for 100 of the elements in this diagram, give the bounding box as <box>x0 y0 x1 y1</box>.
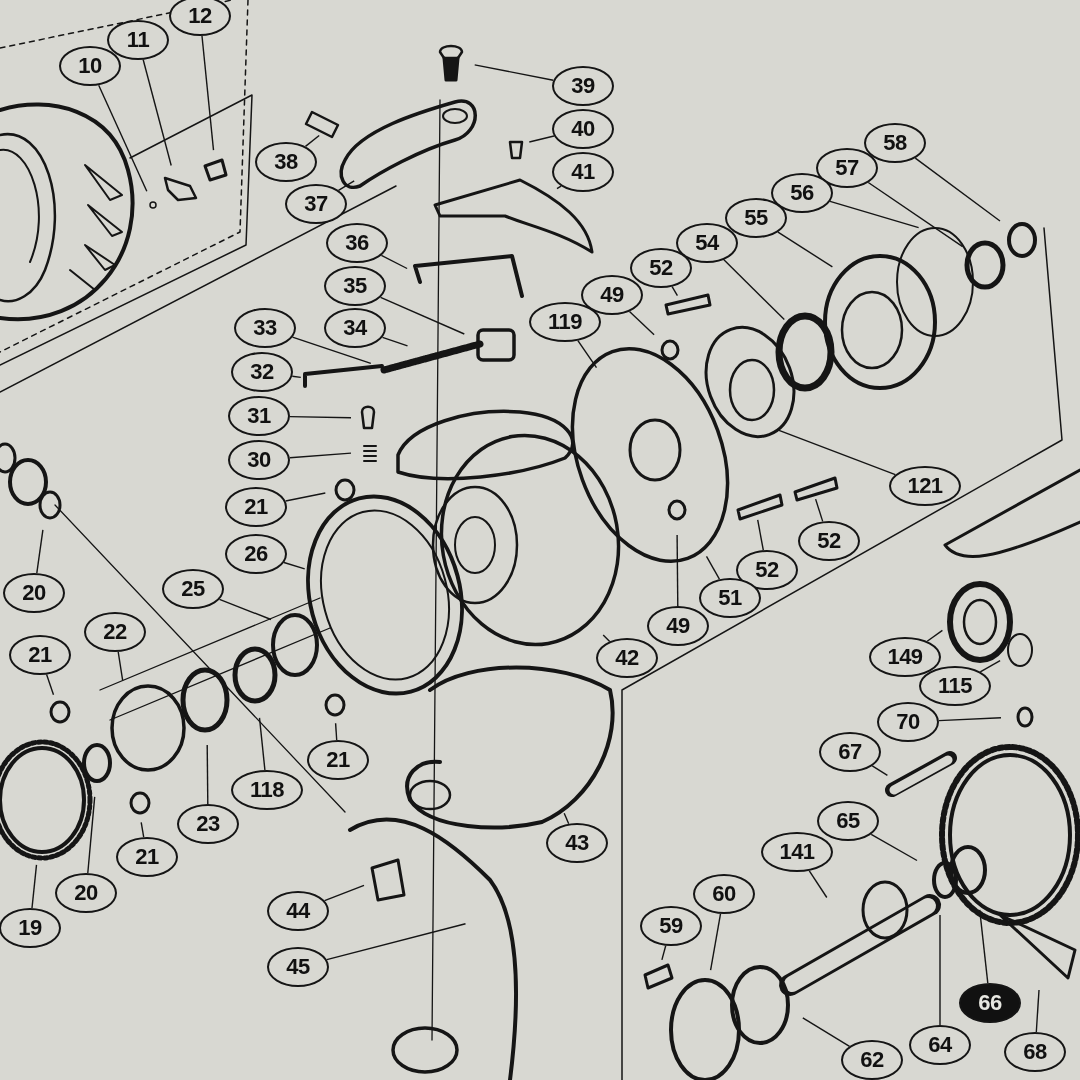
callout-number: 141 <box>761 832 833 872</box>
callout-number: 62 <box>841 1040 903 1080</box>
callout-number: 49 <box>581 275 643 315</box>
callout-number: 21 <box>116 837 178 877</box>
callout-number: 55 <box>725 198 787 238</box>
leader-line <box>829 200 920 229</box>
leader-line <box>808 870 828 899</box>
leader-line <box>291 336 372 364</box>
leader-line <box>283 561 306 570</box>
leader-line <box>474 64 554 81</box>
leader-line <box>201 35 215 151</box>
callout-number: 51 <box>699 578 761 618</box>
callout-number: 11 <box>107 20 169 60</box>
callout-number: 67 <box>819 732 881 772</box>
leader-line <box>723 259 785 321</box>
callout-number: 10 <box>59 46 121 86</box>
callout-number: 41 <box>552 152 614 192</box>
callout-number: 118 <box>231 770 303 810</box>
callout-number: 119 <box>529 302 601 342</box>
callout-number: 68 <box>1004 1032 1066 1072</box>
leader-line <box>556 185 562 190</box>
leader-line <box>661 945 667 961</box>
callout-number: 49 <box>647 606 709 646</box>
leader-line <box>45 673 55 696</box>
leader-line <box>814 498 824 523</box>
leader-line <box>31 864 38 909</box>
leader-line <box>258 717 266 771</box>
leader-line <box>289 415 352 419</box>
leader-line <box>1035 989 1040 1033</box>
callout-number: 34 <box>324 308 386 348</box>
callout-number: 23 <box>177 804 239 844</box>
leader-line <box>206 744 209 805</box>
callout-number: 121 <box>889 466 961 506</box>
callout-number: 65 <box>817 801 879 841</box>
leader-line <box>676 534 679 607</box>
leader-line <box>140 821 145 838</box>
callout-number: 37 <box>285 184 347 224</box>
leader-line <box>705 555 721 580</box>
leader-line <box>284 492 326 502</box>
leader-line <box>142 59 172 167</box>
callout-number: 39 <box>552 66 614 106</box>
callout-number: 64 <box>909 1025 971 1065</box>
leader-line <box>778 429 896 476</box>
leader-line <box>939 914 941 1026</box>
leader-line <box>117 651 124 682</box>
leader-line <box>577 340 598 369</box>
callout-number: 25 <box>162 569 224 609</box>
callout-number: 33 <box>234 308 296 348</box>
callout-number: 21 <box>9 635 71 675</box>
leader-line <box>304 134 320 148</box>
callout-number: 52 <box>736 550 798 590</box>
leader-line <box>979 909 989 984</box>
callout-number: 66 <box>959 983 1021 1023</box>
leader-line <box>867 181 964 248</box>
callout-number: 54 <box>676 223 738 263</box>
leader-line <box>36 529 44 574</box>
callout-number: 60 <box>693 874 755 914</box>
callout-number: 42 <box>596 638 658 678</box>
callout-number: 26 <box>225 534 287 574</box>
callout-number: 12 <box>169 0 231 36</box>
callout-number: 21 <box>225 487 287 527</box>
callout-number: 115 <box>919 666 991 706</box>
callout-number: 30 <box>228 440 290 480</box>
leader-line <box>326 923 467 961</box>
leader-line <box>926 629 944 642</box>
leader-line <box>380 254 408 270</box>
callout-number: 52 <box>798 521 860 561</box>
leader-line <box>98 84 148 192</box>
callout-number: 70 <box>877 702 939 742</box>
callout-number: 36 <box>326 223 388 263</box>
callout-number: 45 <box>267 947 329 987</box>
leader-line <box>218 598 272 621</box>
callout-number: 19 <box>0 908 61 948</box>
leader-line <box>671 286 679 297</box>
callout-number: 59 <box>640 906 702 946</box>
leader-line <box>334 722 338 741</box>
callout-number: 57 <box>816 148 878 188</box>
callout-number: 44 <box>267 891 329 931</box>
leader-line <box>757 519 764 551</box>
leader-line <box>381 336 409 347</box>
callout-number: 22 <box>84 612 146 652</box>
callout-number: 38 <box>255 142 317 182</box>
leader-line <box>709 913 722 971</box>
callout-number: 40 <box>552 109 614 149</box>
leader-line <box>938 717 1002 722</box>
callout-number: 56 <box>771 173 833 213</box>
callout-number: 35 <box>324 266 386 306</box>
leader-line <box>87 796 96 874</box>
leader-line <box>379 296 465 335</box>
leader-line <box>777 231 834 268</box>
leader-line <box>871 765 889 776</box>
leader-line <box>323 884 365 902</box>
callout-number: 31 <box>228 396 290 436</box>
callout-number: 149 <box>869 637 941 677</box>
callout-number: 20 <box>3 573 65 613</box>
callout-number: 43 <box>546 823 608 863</box>
leader-line <box>914 157 1001 222</box>
callout-number: 58 <box>864 123 926 163</box>
callout-number: 52 <box>630 248 692 288</box>
callout-number: 32 <box>231 352 293 392</box>
